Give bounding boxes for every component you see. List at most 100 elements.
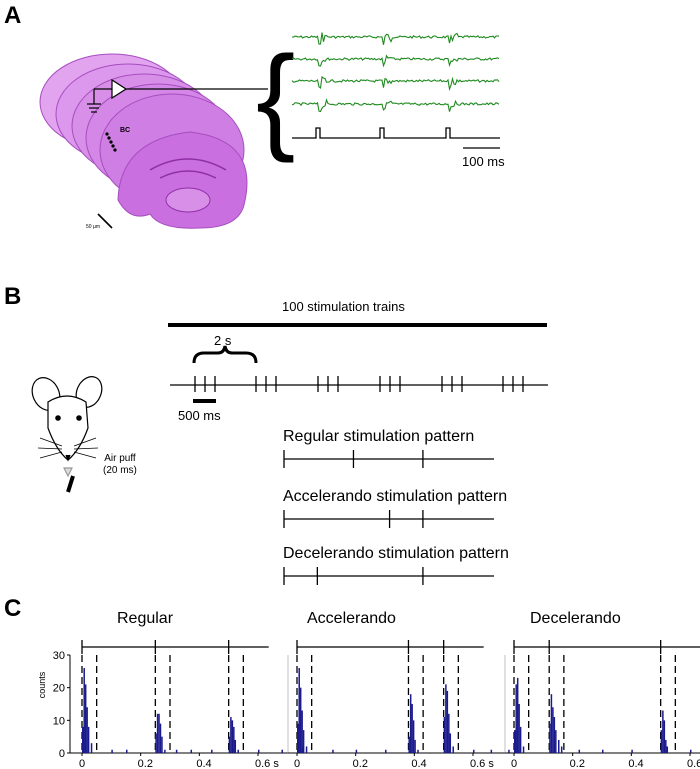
electrode-icon bbox=[87, 78, 268, 113]
bar bbox=[302, 730, 305, 753]
pattern-accelerando-title: Accelerando stimulation pattern bbox=[283, 488, 508, 505]
bar bbox=[233, 726, 235, 753]
bar bbox=[665, 739, 667, 753]
x-tick-label: 0.4 bbox=[628, 758, 643, 769]
bar bbox=[690, 749, 692, 753]
bar bbox=[560, 746, 563, 753]
slice-region-label: BC bbox=[120, 127, 130, 134]
pattern-decelerando-title: Decelerando stimulation pattern bbox=[283, 545, 509, 562]
bar bbox=[234, 739, 237, 753]
bar bbox=[445, 684, 447, 753]
bar bbox=[578, 749, 581, 753]
period-brace bbox=[192, 345, 258, 364]
pattern-timelines bbox=[283, 450, 494, 585]
panel-b-figure bbox=[31, 323, 548, 585]
traces-brace: { bbox=[256, 32, 295, 164]
bar bbox=[514, 730, 516, 753]
bar bbox=[452, 746, 454, 753]
burst-scale-label: 500 ms bbox=[178, 408, 221, 423]
y-tick-label: 10 bbox=[53, 715, 65, 727]
panel-b-letter: B bbox=[4, 283, 22, 310]
bar bbox=[158, 713, 160, 753]
bar bbox=[161, 736, 163, 753]
bar bbox=[449, 733, 452, 753]
bar bbox=[164, 749, 166, 753]
bar bbox=[448, 713, 450, 753]
bar bbox=[558, 739, 560, 753]
bar bbox=[84, 684, 87, 753]
bar bbox=[417, 749, 419, 753]
x-tick-label: 0.2 bbox=[570, 758, 585, 769]
trace-channel-2 bbox=[291, 54, 500, 68]
bar bbox=[411, 704, 413, 753]
bar bbox=[408, 736, 410, 753]
x-tick-label: 0 bbox=[294, 758, 300, 769]
bar bbox=[228, 736, 231, 753]
bar bbox=[660, 730, 663, 753]
bar bbox=[385, 749, 387, 753]
extracellular-traces bbox=[291, 32, 500, 113]
bar bbox=[522, 746, 525, 753]
bar bbox=[518, 704, 520, 753]
bar bbox=[156, 713, 159, 753]
x-tick-label: 0 bbox=[511, 758, 517, 769]
bar bbox=[237, 749, 239, 753]
bar bbox=[258, 749, 260, 753]
x-tick-label: 0.6 s bbox=[470, 758, 494, 769]
bar bbox=[663, 720, 666, 753]
bar bbox=[301, 710, 303, 753]
bar bbox=[508, 749, 510, 753]
panel-a-figure: BC 50 µm { bbox=[39, 32, 500, 230]
chart-title-decelerando: Decelerando bbox=[530, 610, 621, 627]
bar bbox=[90, 743, 93, 753]
bar bbox=[83, 668, 85, 753]
bar bbox=[446, 690, 449, 753]
bar bbox=[602, 749, 604, 753]
bar bbox=[159, 723, 162, 753]
bar bbox=[86, 707, 88, 753]
bar bbox=[412, 720, 415, 753]
y-axis-label: counts bbox=[37, 671, 47, 698]
bar bbox=[409, 694, 412, 753]
bar bbox=[355, 749, 358, 753]
x-tick-label: 0.2 bbox=[138, 758, 153, 769]
bar bbox=[519, 726, 522, 753]
x-tick-label: 0.4 bbox=[196, 758, 211, 769]
trace-channel-3 bbox=[291, 75, 500, 92]
trace-channel-1 bbox=[291, 32, 500, 45]
bar bbox=[231, 720, 234, 753]
bar bbox=[631, 749, 633, 753]
x-tick-label: 0.2 bbox=[353, 758, 368, 769]
brain-slices-illustration bbox=[39, 53, 248, 229]
bar bbox=[473, 749, 475, 753]
airpuff-label: Air puff (20 ms) bbox=[103, 453, 137, 476]
bar bbox=[553, 717, 556, 753]
panel-a-letter: A bbox=[4, 2, 22, 29]
time-scale-label: 100 ms bbox=[462, 154, 505, 169]
panel-c-letter: C bbox=[4, 595, 22, 622]
chart-title-regular: Regular bbox=[117, 610, 174, 627]
airpuff-label-line1: Air puff bbox=[104, 453, 136, 464]
bar bbox=[299, 687, 302, 753]
slice-scale-bar bbox=[97, 213, 113, 229]
bar bbox=[87, 726, 90, 753]
bar bbox=[443, 717, 446, 753]
bar bbox=[298, 668, 300, 753]
bar bbox=[666, 746, 669, 753]
bar bbox=[490, 749, 493, 753]
trace-channel-4 bbox=[291, 98, 500, 113]
bar bbox=[332, 749, 334, 753]
chart-title-accelerando: Accelerando bbox=[307, 610, 396, 627]
bar bbox=[211, 749, 213, 753]
train-ticks bbox=[194, 376, 524, 392]
recording-site-dots bbox=[105, 132, 117, 152]
bar bbox=[305, 746, 308, 753]
stimulus-trace bbox=[292, 127, 500, 139]
stimulation-trains-label: 100 stimulation trains bbox=[282, 299, 405, 314]
histogram-3: 00.20.40.6 s bbox=[504, 640, 700, 769]
bar bbox=[555, 730, 557, 753]
bar bbox=[281, 749, 283, 753]
